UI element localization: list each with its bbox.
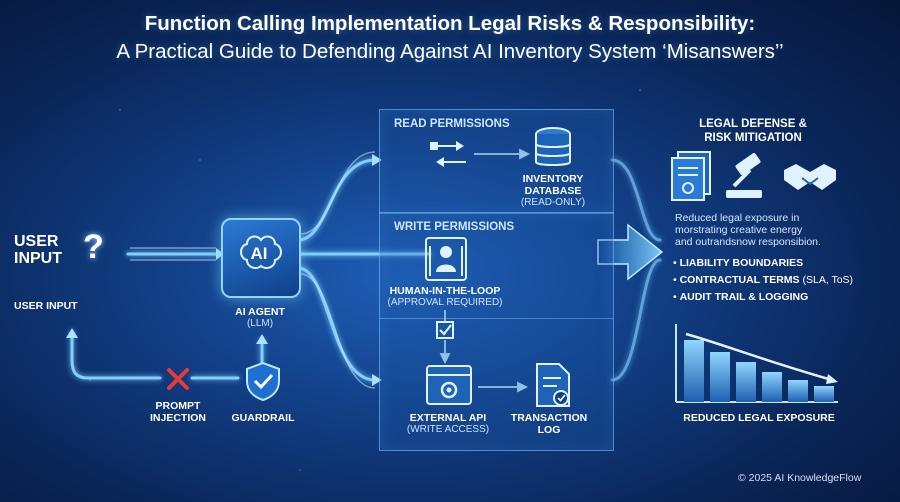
chart-trend-arrowhead (826, 374, 838, 384)
bullet-audit: • AUDIT TRAIL & LOGGING (673, 291, 809, 303)
checkbox-icon (435, 320, 455, 345)
legal-document-icon (668, 150, 716, 209)
arrowhead-agent (256, 334, 268, 344)
arrowhead-read (372, 154, 382, 166)
read-panel-title: READ PERMISSIONS (394, 118, 510, 130)
reduced-exposure-label: REDUCED LEGAL EXPOSURE (683, 412, 835, 424)
footer-copyright: © 2025 AI KnowledgeFlow (738, 472, 862, 484)
flow-read-out (610, 158, 662, 242)
question-mark-icon: ? (83, 228, 104, 266)
flow-injection-to-user (70, 330, 162, 380)
chart-bar-4 (762, 372, 782, 402)
bullet-contractual: • CONTRACTUAL TERMS (SLA, ToS) (673, 274, 854, 286)
write-panel-title: WRITE PERMISSIONS (394, 221, 515, 233)
log-document-icon (533, 362, 573, 415)
reduced-exposure-chart (675, 324, 838, 403)
arrowhead-api (372, 374, 382, 386)
ai-agent-label: AI AGENT (LLM) (235, 306, 285, 329)
title-line-1: Function Calling Implementation Legal Ri… (144, 12, 756, 35)
shield-check-icon (242, 360, 284, 407)
brain-icon (240, 235, 282, 269)
hitl-label: HUMAN-IN-THE-LOOP (APPROVAL REQUIRED) (387, 285, 503, 308)
arrowhead-agent-in (216, 248, 224, 260)
external-api-label: EXTERNAL API (WRITE ACCESS) (406, 412, 490, 435)
big-right-arrow (597, 223, 664, 281)
write-permissions-panel: WRITE PERMISSIONS (379, 212, 614, 451)
read-permissions-panel: READ PERMISSIONS (379, 109, 614, 214)
flow-agent-to-api (296, 266, 377, 382)
settings-window-icon (425, 364, 473, 413)
title-line-2: A Practical Guide to Defending Against A… (116, 40, 784, 63)
database-icon (533, 126, 573, 177)
arrowhead-user (66, 328, 78, 338)
flow-agent-to-read (296, 158, 377, 242)
user-input-label: USER INPUT (14, 300, 78, 312)
handshake-icon (782, 156, 838, 201)
legal-bullet-list: • LIABILITY BOUNDARIES • CONTRACTUAL TER… (673, 255, 853, 306)
chart-bar-6 (814, 386, 834, 402)
gavel-icon (722, 152, 774, 207)
legal-description: Reduced legal exposure in morstrating cr… (675, 212, 821, 248)
ai-agent-chip: AI (221, 218, 301, 298)
chart-bar-2 (710, 352, 730, 402)
chart-trend-line (685, 332, 833, 382)
ai-chip-text: AI (250, 244, 268, 263)
guardrail-label: GUARDRAIL (231, 412, 295, 424)
flow-api-out (610, 258, 662, 382)
chart-bar-5 (788, 380, 808, 402)
human-approval-icon (424, 236, 468, 287)
legal-defense-title: LEGAL DEFENSE &RISK MITIGATION (699, 118, 807, 144)
bullet-liability: • LIABILITY BOUNDARIES (673, 257, 804, 269)
panel-divider (380, 318, 613, 319)
chart-bar-1 (684, 340, 704, 402)
swap-arrows-icon (428, 136, 472, 177)
close-x-icon (165, 366, 191, 397)
chart-bar-3 (736, 362, 756, 402)
